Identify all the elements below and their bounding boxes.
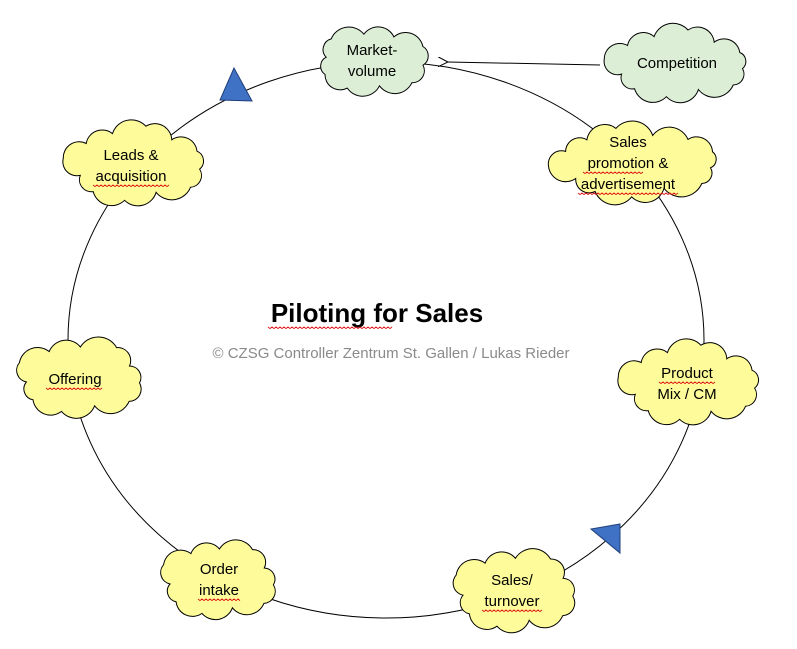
- diagram-title: Piloting for Sales: [271, 298, 483, 328]
- sales-promotion-line3: advertisement: [581, 176, 676, 193]
- spellcheck-underline-product: [658, 381, 716, 385]
- node-sales-promotion: Sales promotion & advertisement: [547, 120, 717, 206]
- spellcheck-underline-offering: [45, 387, 103, 391]
- spellcheck-underline-acquisition: [92, 184, 170, 188]
- cloud-shape-order-intake: [160, 539, 276, 621]
- spellcheck-underline-title: [267, 326, 393, 330]
- node-sales-turnover: Sales/ turnover: [452, 548, 576, 634]
- node-competition: Competition: [603, 22, 747, 104]
- spellcheck-underline-turnover: [481, 609, 543, 613]
- spellcheck-underline-advertisement: [577, 192, 679, 196]
- node-leads: Leads & acquisition: [62, 119, 205, 207]
- competition-line1: Competition: [637, 55, 717, 72]
- order-intake-line2: intake: [199, 582, 239, 599]
- cloud-shape-offering: [16, 336, 142, 419]
- product-mix-line2: Mix / CM: [657, 386, 716, 403]
- cloud-shape-sales-turnover: [452, 548, 576, 634]
- node-product-mix: Product Mix / CM: [617, 338, 760, 426]
- product-mix-line1: Product: [661, 365, 714, 382]
- node-offering: Offering: [16, 336, 142, 419]
- spellcheck-underline-promotion: [582, 171, 644, 175]
- leads-line2: acquisition: [96, 168, 167, 185]
- cloud-shape-product-mix: [617, 338, 760, 426]
- cloud-shape-leads: [62, 119, 205, 207]
- sales-promotion-line2: promotion &: [588, 155, 669, 172]
- cloud-shape-competition: [603, 22, 747, 104]
- sales-promotion-line1: Sales: [609, 134, 647, 151]
- cloud-shape-market-volume: [320, 26, 429, 97]
- copyright-notice: © CZSG Controller Zentrum St. Gallen / L…: [212, 345, 569, 362]
- sales-turnover-line1: Sales/: [491, 572, 534, 589]
- market-volume-line2: volume: [348, 63, 396, 80]
- order-intake-line1: Order: [200, 561, 238, 578]
- direction-triangle-top-icon: [219, 66, 253, 102]
- market-volume-line1: Market-: [347, 42, 398, 59]
- competition-arrow: [448, 62, 601, 65]
- node-order-intake: Order intake: [160, 539, 276, 621]
- node-market-volume: Market- volume: [320, 26, 429, 97]
- spellcheck-underline-intake: [197, 598, 241, 602]
- offering-line1: Offering: [48, 371, 101, 388]
- direction-triangle-bottom-icon: [589, 523, 621, 555]
- leads-line1: Leads &: [103, 147, 158, 164]
- sales-turnover-line2: turnover: [484, 593, 539, 610]
- cloud-shape-sales-promotion: [547, 120, 717, 206]
